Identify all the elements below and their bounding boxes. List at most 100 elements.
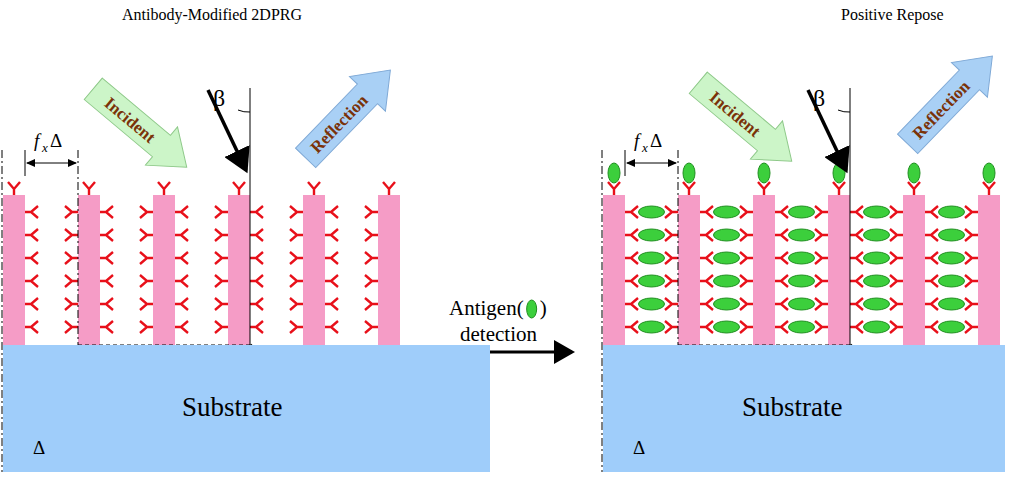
antibody-symbol — [665, 298, 678, 310]
antibody-symbol — [250, 275, 263, 287]
antigen-symbol — [939, 229, 965, 241]
antigen-symbol — [789, 252, 815, 264]
antibody-symbol — [965, 206, 978, 218]
antibody-symbol — [965, 275, 978, 287]
grating-bar — [753, 195, 775, 345]
antibody-symbol — [625, 298, 638, 310]
grating-bar — [3, 195, 25, 345]
angle-arc — [838, 110, 850, 112]
antibody-symbol — [100, 229, 113, 241]
antibody-symbol — [215, 206, 228, 218]
antibody-symbol — [140, 206, 153, 218]
dimension-label: Δ — [33, 438, 45, 457]
antigen-symbol — [864, 229, 890, 241]
antigen-symbol — [608, 163, 620, 183]
antibody-symbol — [758, 182, 770, 195]
antibody-symbol — [700, 206, 713, 218]
antigen-symbol — [789, 298, 815, 310]
antibody-symbol — [215, 252, 228, 264]
arrow-outline — [682, 64, 808, 181]
antibody-symbol — [608, 182, 620, 195]
antibody-symbol — [625, 252, 638, 264]
antibody-symbol — [83, 182, 95, 195]
panel-title: Positive Repose — [841, 7, 944, 23]
dimension-label: x — [642, 141, 648, 154]
antigen-symbol — [683, 163, 695, 183]
antibody-symbol — [965, 321, 978, 333]
arrow-label: Reflection — [910, 77, 973, 142]
antibody-symbol — [100, 252, 113, 264]
dimension-label: Δ — [633, 438, 645, 457]
antibody-symbol — [700, 298, 713, 310]
antibody-symbol — [815, 275, 828, 287]
surface-normal — [850, 88, 851, 345]
dimension-label: Δ — [50, 131, 62, 150]
antibody-symbol — [175, 229, 188, 241]
antibody-symbol — [925, 252, 938, 264]
antibody-symbol — [325, 321, 338, 333]
antibody-symbol — [290, 298, 303, 310]
antibody-symbol — [365, 275, 378, 287]
antibody-symbol — [815, 229, 828, 241]
antibody-symbol — [25, 321, 38, 333]
antibody-symbol — [175, 252, 188, 264]
substrate-block: Substrate — [603, 345, 1005, 472]
substrate-label: Substrate — [742, 394, 843, 421]
grating-bar — [978, 195, 1000, 345]
process-label: Antigen( — [449, 298, 524, 319]
antibody-symbol — [250, 298, 263, 310]
antibody-symbol — [383, 182, 395, 195]
antibody-symbol — [925, 275, 938, 287]
antibody-symbol — [325, 275, 338, 287]
antibody-symbol — [8, 182, 20, 195]
antibody-symbol — [65, 229, 78, 241]
antigen-symbol — [714, 206, 740, 218]
antibody-symbol — [175, 275, 188, 287]
antibody-symbol — [740, 229, 753, 241]
dimension-label: x — [42, 141, 48, 154]
arrow-outline — [890, 39, 1011, 161]
antibody-symbol — [100, 321, 113, 333]
antigen-symbol — [639, 275, 665, 287]
arrow-outline — [288, 53, 409, 175]
antibody-symbol — [925, 298, 938, 310]
antigen-symbol — [639, 298, 665, 310]
antibody-symbol — [365, 321, 378, 333]
antibody-symbol — [215, 298, 228, 310]
antibody-symbol — [140, 321, 153, 333]
angle-arc — [238, 110, 250, 112]
antibody-symbol — [890, 206, 903, 218]
grating-bar — [828, 195, 850, 345]
antibody-symbol — [683, 182, 695, 195]
antibody-symbol — [308, 182, 320, 195]
antigen-symbol — [908, 163, 920, 183]
antibody-symbol — [665, 229, 678, 241]
antigen-symbol — [939, 275, 965, 287]
antibody-symbol — [925, 321, 938, 333]
antibody-symbol — [850, 321, 863, 333]
antibody-symbol — [140, 229, 153, 241]
antibody-symbol — [775, 275, 788, 287]
antibody-symbol — [925, 229, 938, 241]
antibody-symbol — [833, 182, 845, 195]
antibody-symbol — [815, 206, 828, 218]
antibody-symbol — [775, 298, 788, 310]
antibody-symbol — [25, 275, 38, 287]
antigen-symbol — [864, 298, 890, 310]
antibody-symbol — [233, 182, 245, 195]
antibody-symbol — [850, 298, 863, 310]
antibody-symbol — [365, 298, 378, 310]
antibody-symbol — [908, 182, 920, 195]
antibody-symbol — [25, 206, 38, 218]
antibody-symbol — [965, 252, 978, 264]
antibody-symbol — [215, 321, 228, 333]
antibody-symbol — [850, 229, 863, 241]
antibody-symbol — [700, 252, 713, 264]
antibody-symbol — [365, 206, 378, 218]
antibody-symbol — [140, 275, 153, 287]
reflection-arrow: Reflection — [888, 37, 1012, 162]
grating-bar — [678, 195, 700, 345]
grating-bar — [228, 195, 250, 345]
antibody-symbol — [65, 321, 78, 333]
antibody-symbol — [740, 275, 753, 287]
